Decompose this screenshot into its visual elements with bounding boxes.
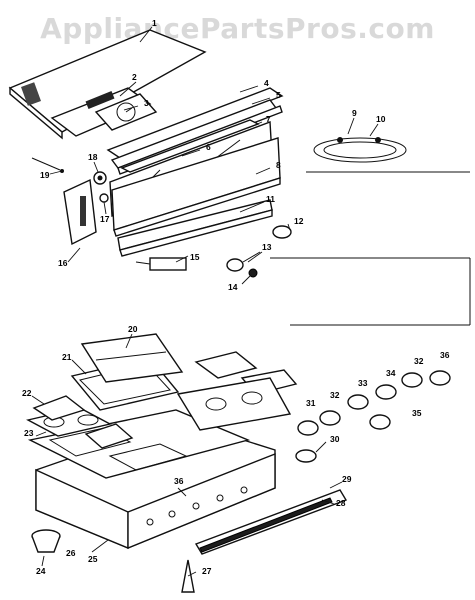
wire-harness xyxy=(313,137,407,163)
backguard-panel xyxy=(8,29,207,140)
callout-6: 6 xyxy=(206,142,211,152)
callout-17: 17 xyxy=(100,214,110,224)
knob-small xyxy=(272,225,292,239)
leader-lines xyxy=(31,26,379,577)
callout-32a: 32 xyxy=(330,390,340,400)
callout-33: 33 xyxy=(358,378,368,388)
callout-labels: 1 2 3 4 5 6 7 8 9 10 11 12 13 14 15 16 1… xyxy=(22,18,450,576)
callout-11: 11 xyxy=(266,194,275,204)
callout-16: 16 xyxy=(58,258,68,268)
knob-row xyxy=(295,370,451,463)
callout-4: 4 xyxy=(264,78,269,88)
gas-valve xyxy=(226,251,261,272)
callout-21: 21 xyxy=(62,352,72,362)
cup xyxy=(31,529,61,553)
oven-light-switch xyxy=(93,171,107,185)
cooktop-grid xyxy=(27,409,251,479)
callout-36a: 36 xyxy=(440,350,450,360)
callout-9: 9 xyxy=(352,108,357,118)
burner-grate-left xyxy=(32,395,134,449)
callout-34: 34 xyxy=(386,368,396,378)
callout-23: 23 xyxy=(24,428,34,438)
callout-25: 25 xyxy=(88,554,98,564)
callout-1: 1 xyxy=(152,18,157,28)
callout-22: 22 xyxy=(22,388,32,398)
manifold-panel xyxy=(117,199,273,257)
control-panel xyxy=(111,137,281,237)
reference-lines xyxy=(270,171,471,326)
griddle-cover xyxy=(80,333,184,383)
watermark: AppliancePartsPros.com xyxy=(40,12,435,45)
callout-14: 14 xyxy=(228,282,238,292)
callout-19: 19 xyxy=(40,170,50,180)
callout-2: 2 xyxy=(132,72,137,82)
lamp-socket xyxy=(99,193,109,203)
clock xyxy=(94,93,158,131)
callout-30: 30 xyxy=(330,434,340,444)
callout-32b: 32 xyxy=(414,356,424,366)
callout-35: 35 xyxy=(412,408,422,418)
callout-13: 13 xyxy=(262,242,272,252)
endcap xyxy=(63,178,97,246)
callout-3: 3 xyxy=(144,98,149,108)
burner-grates-right xyxy=(176,351,298,431)
callout-29: 29 xyxy=(342,474,352,484)
callout-10: 10 xyxy=(376,114,386,124)
callout-28: 28 xyxy=(336,498,346,508)
callout-8: 8 xyxy=(276,160,281,170)
callout-7: 7 xyxy=(266,114,271,124)
callout-27: 27 xyxy=(202,566,212,576)
callout-12: 12 xyxy=(294,216,304,226)
callout-26: 26 xyxy=(66,548,76,558)
front-trim xyxy=(194,489,348,555)
callout-18: 18 xyxy=(88,152,98,162)
callout-20: 20 xyxy=(128,324,138,334)
callout-36b: 36 xyxy=(174,476,184,486)
spark-module xyxy=(135,257,187,271)
callout-24: 24 xyxy=(36,566,46,576)
callout-5: 5 xyxy=(276,90,281,100)
callout-31: 31 xyxy=(306,398,316,408)
callout-15: 15 xyxy=(190,252,200,262)
